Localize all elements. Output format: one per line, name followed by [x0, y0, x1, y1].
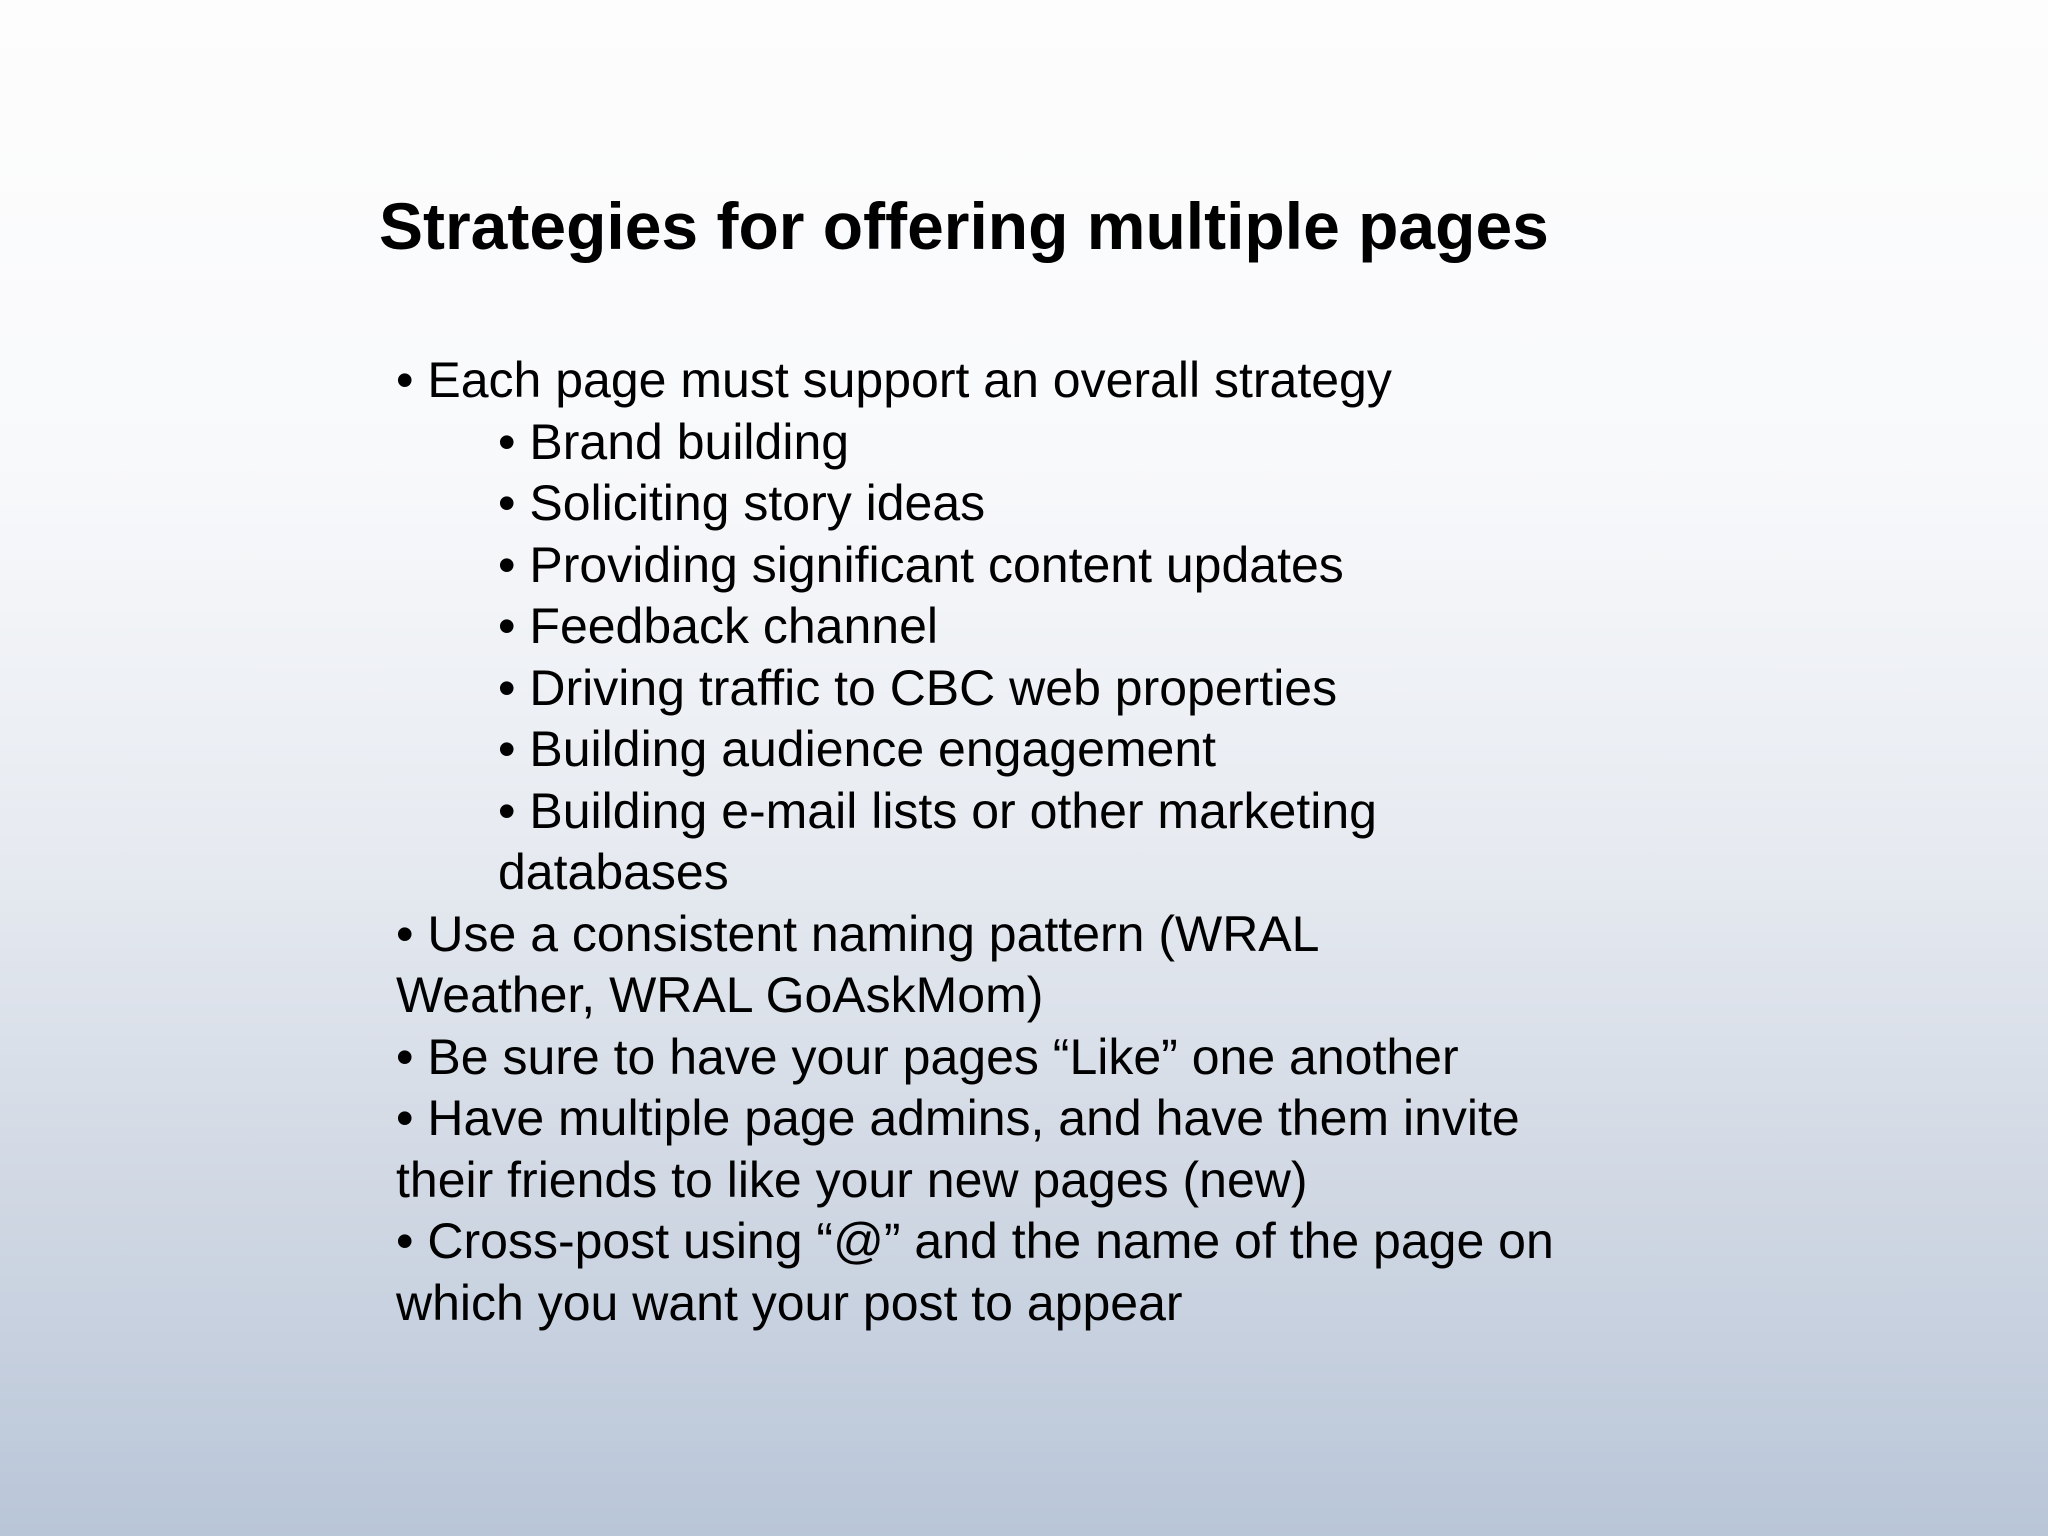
bullet-item: • Be sure to have your pages “Like” one …	[396, 1028, 1459, 1085]
bullet-item: • Have multiple page admins, and have th…	[396, 1090, 1520, 1146]
bullet-item: • Use a consistent naming pattern (WRAL	[396, 905, 1320, 962]
slide-body: • Each page must support an overall stra…	[396, 350, 1636, 1334]
bullet-continuation: Weather, WRAL GoAskMom)	[396, 967, 1044, 1023]
sub-bullet-item: • Soliciting story ideas	[498, 475, 986, 531]
bullet-continuation: which you want your post to appear	[396, 1274, 1183, 1331]
sub-bullet-item: • Feedback channel	[498, 598, 939, 654]
sub-bullet-item: • Building e-mail lists or other marketi…	[498, 782, 1377, 839]
bullet-item: • Each page must support an overall stra…	[396, 352, 1392, 408]
sub-bullet-item: • Providing significant content updates	[498, 536, 1344, 593]
sub-bullet-item: • Building audience engagement	[498, 721, 1217, 777]
sub-bullet-continuation: databases	[498, 844, 729, 900]
slide-title: Strategies for offering multiple pages	[379, 189, 1549, 263]
bullet-continuation: their friends to like your new pages (ne…	[396, 1151, 1308, 1208]
bullet-item: • Cross-post using “@” and the name of t…	[396, 1213, 1554, 1269]
sub-bullet-item: • Driving traffic to CBC web properties	[498, 659, 1338, 716]
sub-bullet-item: • Brand building	[498, 413, 850, 470]
